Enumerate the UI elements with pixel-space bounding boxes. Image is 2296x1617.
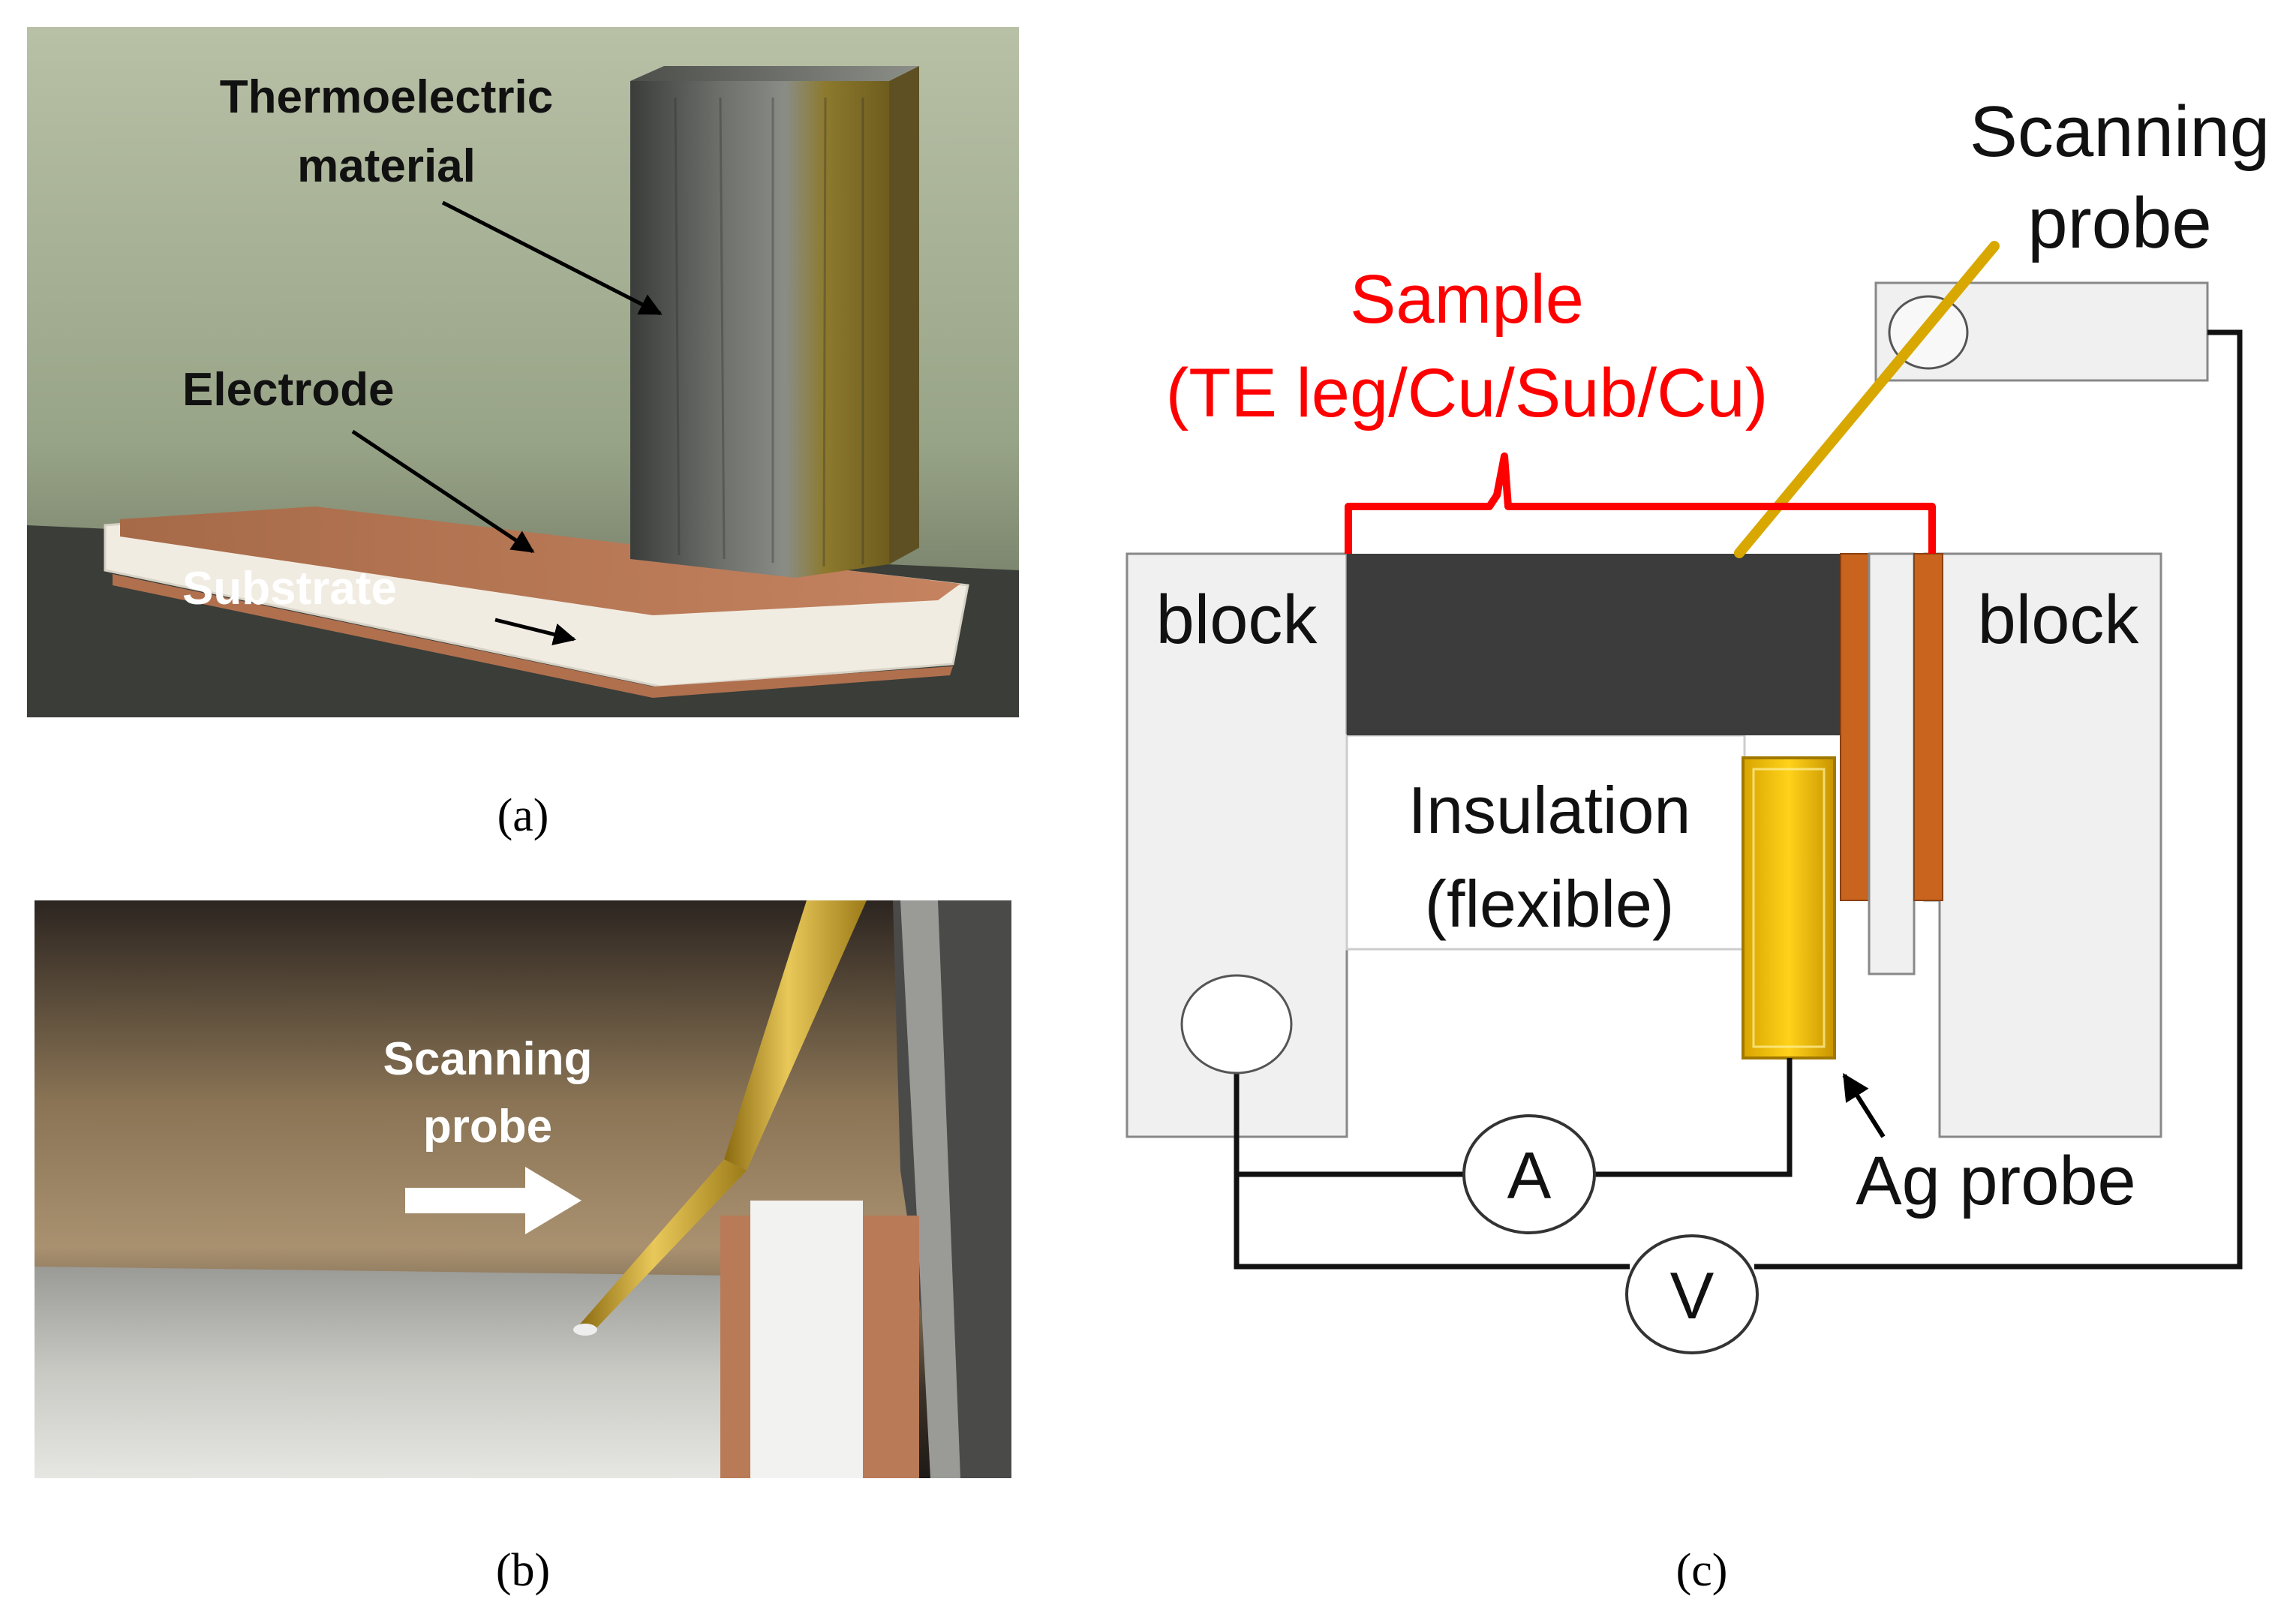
caption-c: (c) — [1676, 1545, 1728, 1596]
label-block-right: block — [1978, 582, 2140, 658]
arrow-to-thermoelectric — [441, 200, 663, 316]
sample-bracket — [1345, 452, 1936, 554]
label-sample-line2: (TE leg/Cu/Sub/Cu) — [1166, 355, 1769, 431]
copper-strip-1 — [1840, 553, 1870, 901]
panel-a: Thermoelectric material Electrode Substr… — [27, 27, 1019, 841]
arrow-to-substrate — [494, 618, 576, 646]
panel-b-metal-block — [35, 1267, 750, 1478]
label-thermoelectric-line2: material — [297, 140, 476, 192]
arrow-to-electrode — [351, 429, 535, 554]
ammeter: A — [1462, 1114, 1596, 1234]
panel-b-gold-probe-tip — [578, 1159, 747, 1332]
circuit-wires — [1234, 329, 2243, 1270]
electrode-layer — [120, 506, 960, 615]
panel-b: Scanning probe (b) — [35, 900, 1011, 1596]
label-ag-probe: Ag probe — [1856, 1143, 2135, 1219]
thermoelectric-leg-top — [630, 66, 919, 81]
panel-c: Scanning probe Sample (TE leg/Cu/Sub/Cu)… — [1125, 92, 2270, 1596]
label-block-left: block — [1156, 582, 1318, 658]
ag-probe-bevel — [1752, 768, 1826, 1048]
te-leg — [1347, 554, 1841, 735]
label-insulation-line1: Insulation — [1408, 773, 1691, 847]
label-substrate: Substrate — [182, 563, 397, 615]
caption-b: (b) — [496, 1545, 550, 1596]
voltmeter-circle — [1625, 1234, 1759, 1354]
left-block-circle — [1180, 974, 1293, 1074]
label-scanning-probe-c-line2: probe — [2027, 183, 2212, 263]
panel-b-gold-probe — [724, 900, 867, 1171]
copper-strip-2 — [1913, 553, 1943, 901]
substrate-strip — [1868, 552, 1916, 975]
ammeter-circle — [1462, 1114, 1596, 1234]
scanning-probe-needle — [1734, 241, 2000, 558]
panel-b-probe-contact — [573, 1324, 597, 1336]
label-scanning-probe-c-line1: Scanning — [1970, 92, 2270, 172]
panel-b-white-arrow — [405, 1167, 582, 1234]
label-sample-line1: Sample — [1350, 261, 1584, 338]
panel-b-white-slab — [750, 1201, 863, 1478]
arrow-to-ag-probe — [1842, 1072, 1886, 1138]
label-scanning-probe-b-line2: probe — [423, 1101, 552, 1153]
leg-striations — [674, 97, 864, 567]
thermoelectric-leg — [630, 81, 889, 578]
voltmeter: V — [1625, 1234, 1759, 1354]
ammeter-label: A — [1507, 1138, 1552, 1213]
label-scanning-probe-b-line1: Scanning — [383, 1033, 592, 1085]
label-thermoelectric-line1: Thermoelectric — [220, 71, 554, 123]
label-electrode: Electrode — [182, 364, 395, 416]
thermoelectric-leg-side — [889, 66, 919, 564]
caption-a: (a) — [497, 790, 549, 841]
voltmeter-label: V — [1670, 1258, 1714, 1333]
ag-probe — [1742, 756, 1836, 1059]
label-insulation-line2: (flexible) — [1425, 867, 1675, 941]
panel-b-right-wall-edge — [900, 900, 960, 1478]
